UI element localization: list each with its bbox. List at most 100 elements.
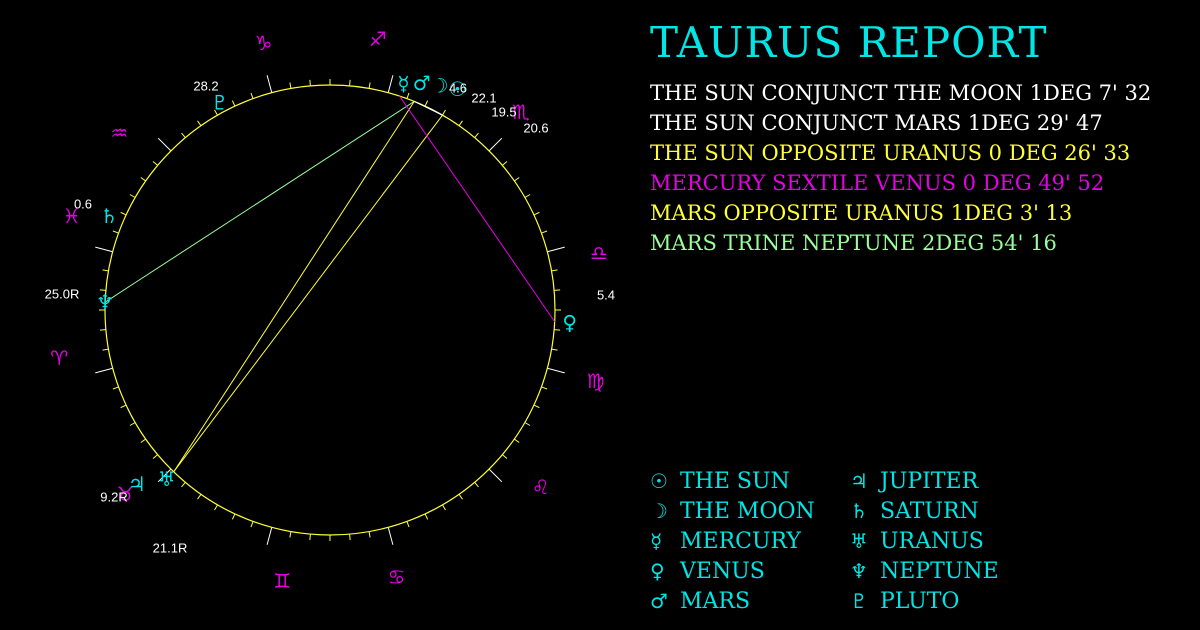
legend-label: URANUS (880, 528, 984, 554)
minor-tick (406, 92, 410, 99)
natal-chart-wheel: ♈♉♊♋♌♍♎♏♐♑♒♓ ☉☽20.6♂19.5☿4.6♀5.4♇28.2♄0.… (45, 27, 615, 593)
minor-tick (406, 521, 410, 528)
aquarius-icon: ♒ (110, 121, 128, 145)
minor-tick (152, 454, 158, 459)
degree-label: 22.1 (471, 91, 496, 106)
major-tick (266, 527, 273, 545)
minor-tick (181, 132, 186, 138)
major-tick (266, 75, 273, 93)
taurus-icon: ♉ (117, 482, 135, 506)
mercury-icon: ☿ (397, 72, 409, 96)
sun-icon: ☉ (650, 469, 668, 493)
minor-tick (551, 269, 558, 272)
minor-tick (541, 230, 548, 234)
major-tick (157, 468, 172, 483)
virgo-icon: ♍ (587, 369, 605, 393)
zodiac-signs: ♈♉♊♋♌♍♎♏♐♑♒♓ (50, 27, 608, 593)
aspect-item: THE SUN OPPOSITE URANUS 0 DEG 26' 33 (650, 141, 1131, 165)
minor-tick (197, 120, 202, 126)
pluto-icon: ♇ (211, 91, 229, 115)
minor-tick (474, 482, 479, 488)
legend-label: SATURN (880, 498, 979, 524)
pisces-icon: ♓ (63, 204, 81, 228)
mercury-degree-label: 4.6 (449, 81, 467, 96)
jupiter-icon: ♃ (128, 472, 146, 496)
pluto-icon: ♇ (850, 589, 868, 613)
minor-tick (120, 404, 127, 409)
minor-tick (541, 386, 548, 390)
major-tick (387, 527, 394, 545)
aspect-lines (104, 95, 556, 473)
jupiter-icon: ♃ (850, 469, 868, 493)
minor-tick (424, 513, 429, 520)
scorpio-icon: ♏ (512, 100, 530, 124)
minor-tick (112, 386, 119, 390)
minor-tick (140, 177, 146, 182)
aspect-line-sun-mars (414, 100, 443, 116)
legend-item: ♇PLUTO (850, 586, 1050, 616)
planet-markers: ☉☽20.6♂19.5☿4.6♀5.4♇28.2♄0.6♆25.0R♃9.2R♅… (45, 71, 615, 556)
minor-tick (102, 348, 109, 351)
legend-label: VENUS (680, 558, 765, 584)
legend-item: ♂ MARS (650, 586, 850, 616)
mars-degree-label: 19.5 (491, 105, 516, 120)
minor-tick (524, 422, 531, 426)
libra-icon: ♎ (590, 241, 608, 265)
legend-label: MARS (680, 588, 751, 614)
minor-tick (181, 482, 186, 488)
major-tick (157, 137, 172, 152)
aspect-item: THE SUN CONJUNCT THE MOON 1DEG 7' 32 (650, 81, 1152, 105)
major-tick (547, 367, 565, 374)
major-tick (95, 367, 113, 374)
minor-tick (458, 120, 463, 126)
minor-tick (442, 109, 446, 116)
aspect-line-mars-uranus (173, 101, 415, 473)
minor-tick (250, 521, 254, 528)
minor-tick (368, 531, 371, 538)
moon-icon: ☽ (650, 499, 668, 523)
minor-tick (99, 289, 106, 291)
minor-tick (214, 109, 218, 116)
planet-legend: ☉THE SUN ♃JUPITER ☽THE MOON ♄SATURN ☿MER… (650, 466, 1050, 616)
minor-tick (533, 404, 540, 409)
minor-tick (368, 82, 371, 89)
mars-icon: ♂ (650, 589, 668, 613)
minor-tick (231, 513, 236, 520)
minor-tick (442, 504, 446, 511)
moon-icon: ☽ (431, 73, 449, 97)
moon-degree-label: 20.6 (523, 121, 548, 136)
minor-tick (554, 329, 561, 331)
legend-item: ♀VENUS (650, 556, 850, 586)
uranus-icon: ♅ (158, 467, 176, 491)
minor-tick (458, 494, 463, 500)
legend-label: THE SUN (680, 468, 790, 494)
minor-tick (533, 211, 540, 216)
uranus-degree-label: 21.1R (153, 541, 188, 556)
aspect-line-mars-neptune (104, 100, 415, 303)
major-tick (95, 246, 113, 253)
minor-tick (551, 348, 558, 351)
minor-tick (289, 82, 292, 89)
legend-item: ♃JUPITER (850, 466, 1050, 496)
minor-tick (99, 329, 106, 331)
uranus-icon: ♅ (850, 529, 868, 553)
major-tick (547, 246, 565, 253)
minor-tick (474, 132, 479, 138)
tick-marks (95, 75, 565, 545)
legend-label: MERCURY (680, 528, 801, 554)
cancer-icon: ♋ (388, 565, 406, 589)
minor-tick (214, 504, 218, 511)
report-panel: TAURUS REPORT THE SUN CONJUNCT THE MOON … (650, 18, 1151, 258)
minor-tick (514, 438, 520, 443)
minor-tick (140, 438, 146, 443)
major-tick (488, 468, 503, 483)
legend-label: THE MOON (680, 498, 815, 524)
jupiter-degree-label: 9.2R (100, 490, 127, 505)
saturn-icon: ♄ (850, 499, 868, 523)
minor-tick (129, 194, 136, 198)
minor-tick (120, 211, 127, 216)
major-tick (387, 75, 394, 93)
legend-label: NEPTUNE (880, 558, 999, 584)
legend-item: ♅ URANUS (850, 526, 1050, 556)
minor-tick (554, 289, 561, 291)
